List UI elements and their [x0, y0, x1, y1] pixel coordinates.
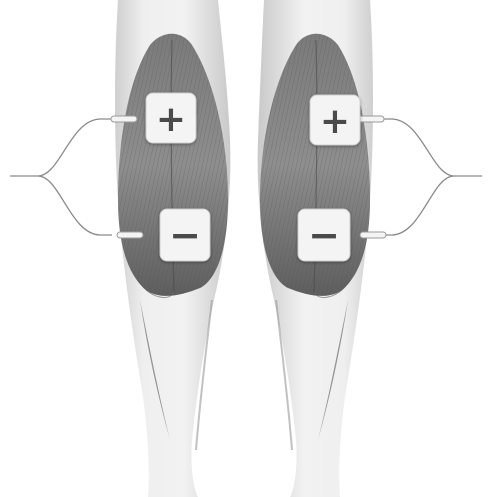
left-negative-connector [117, 232, 143, 238]
right-negative-electrode: − [298, 209, 350, 261]
minus-icon: − [308, 213, 340, 257]
left-negative-electrode: − [160, 209, 210, 261]
right-positive-electrode: + [310, 95, 360, 145]
right-negative-connector [360, 232, 386, 238]
right-leg: + − [258, 0, 482, 497]
left-leg: + − [10, 0, 230, 497]
right-positive-connector [358, 116, 384, 122]
left-lead-wire [10, 119, 112, 235]
plus-icon: + [320, 101, 350, 142]
left-positive-electrode: + [146, 93, 196, 143]
minus-icon: − [169, 213, 201, 257]
plus-icon: + [156, 99, 186, 140]
left-positive-connector [111, 116, 137, 122]
right-lead-wire [384, 119, 482, 235]
